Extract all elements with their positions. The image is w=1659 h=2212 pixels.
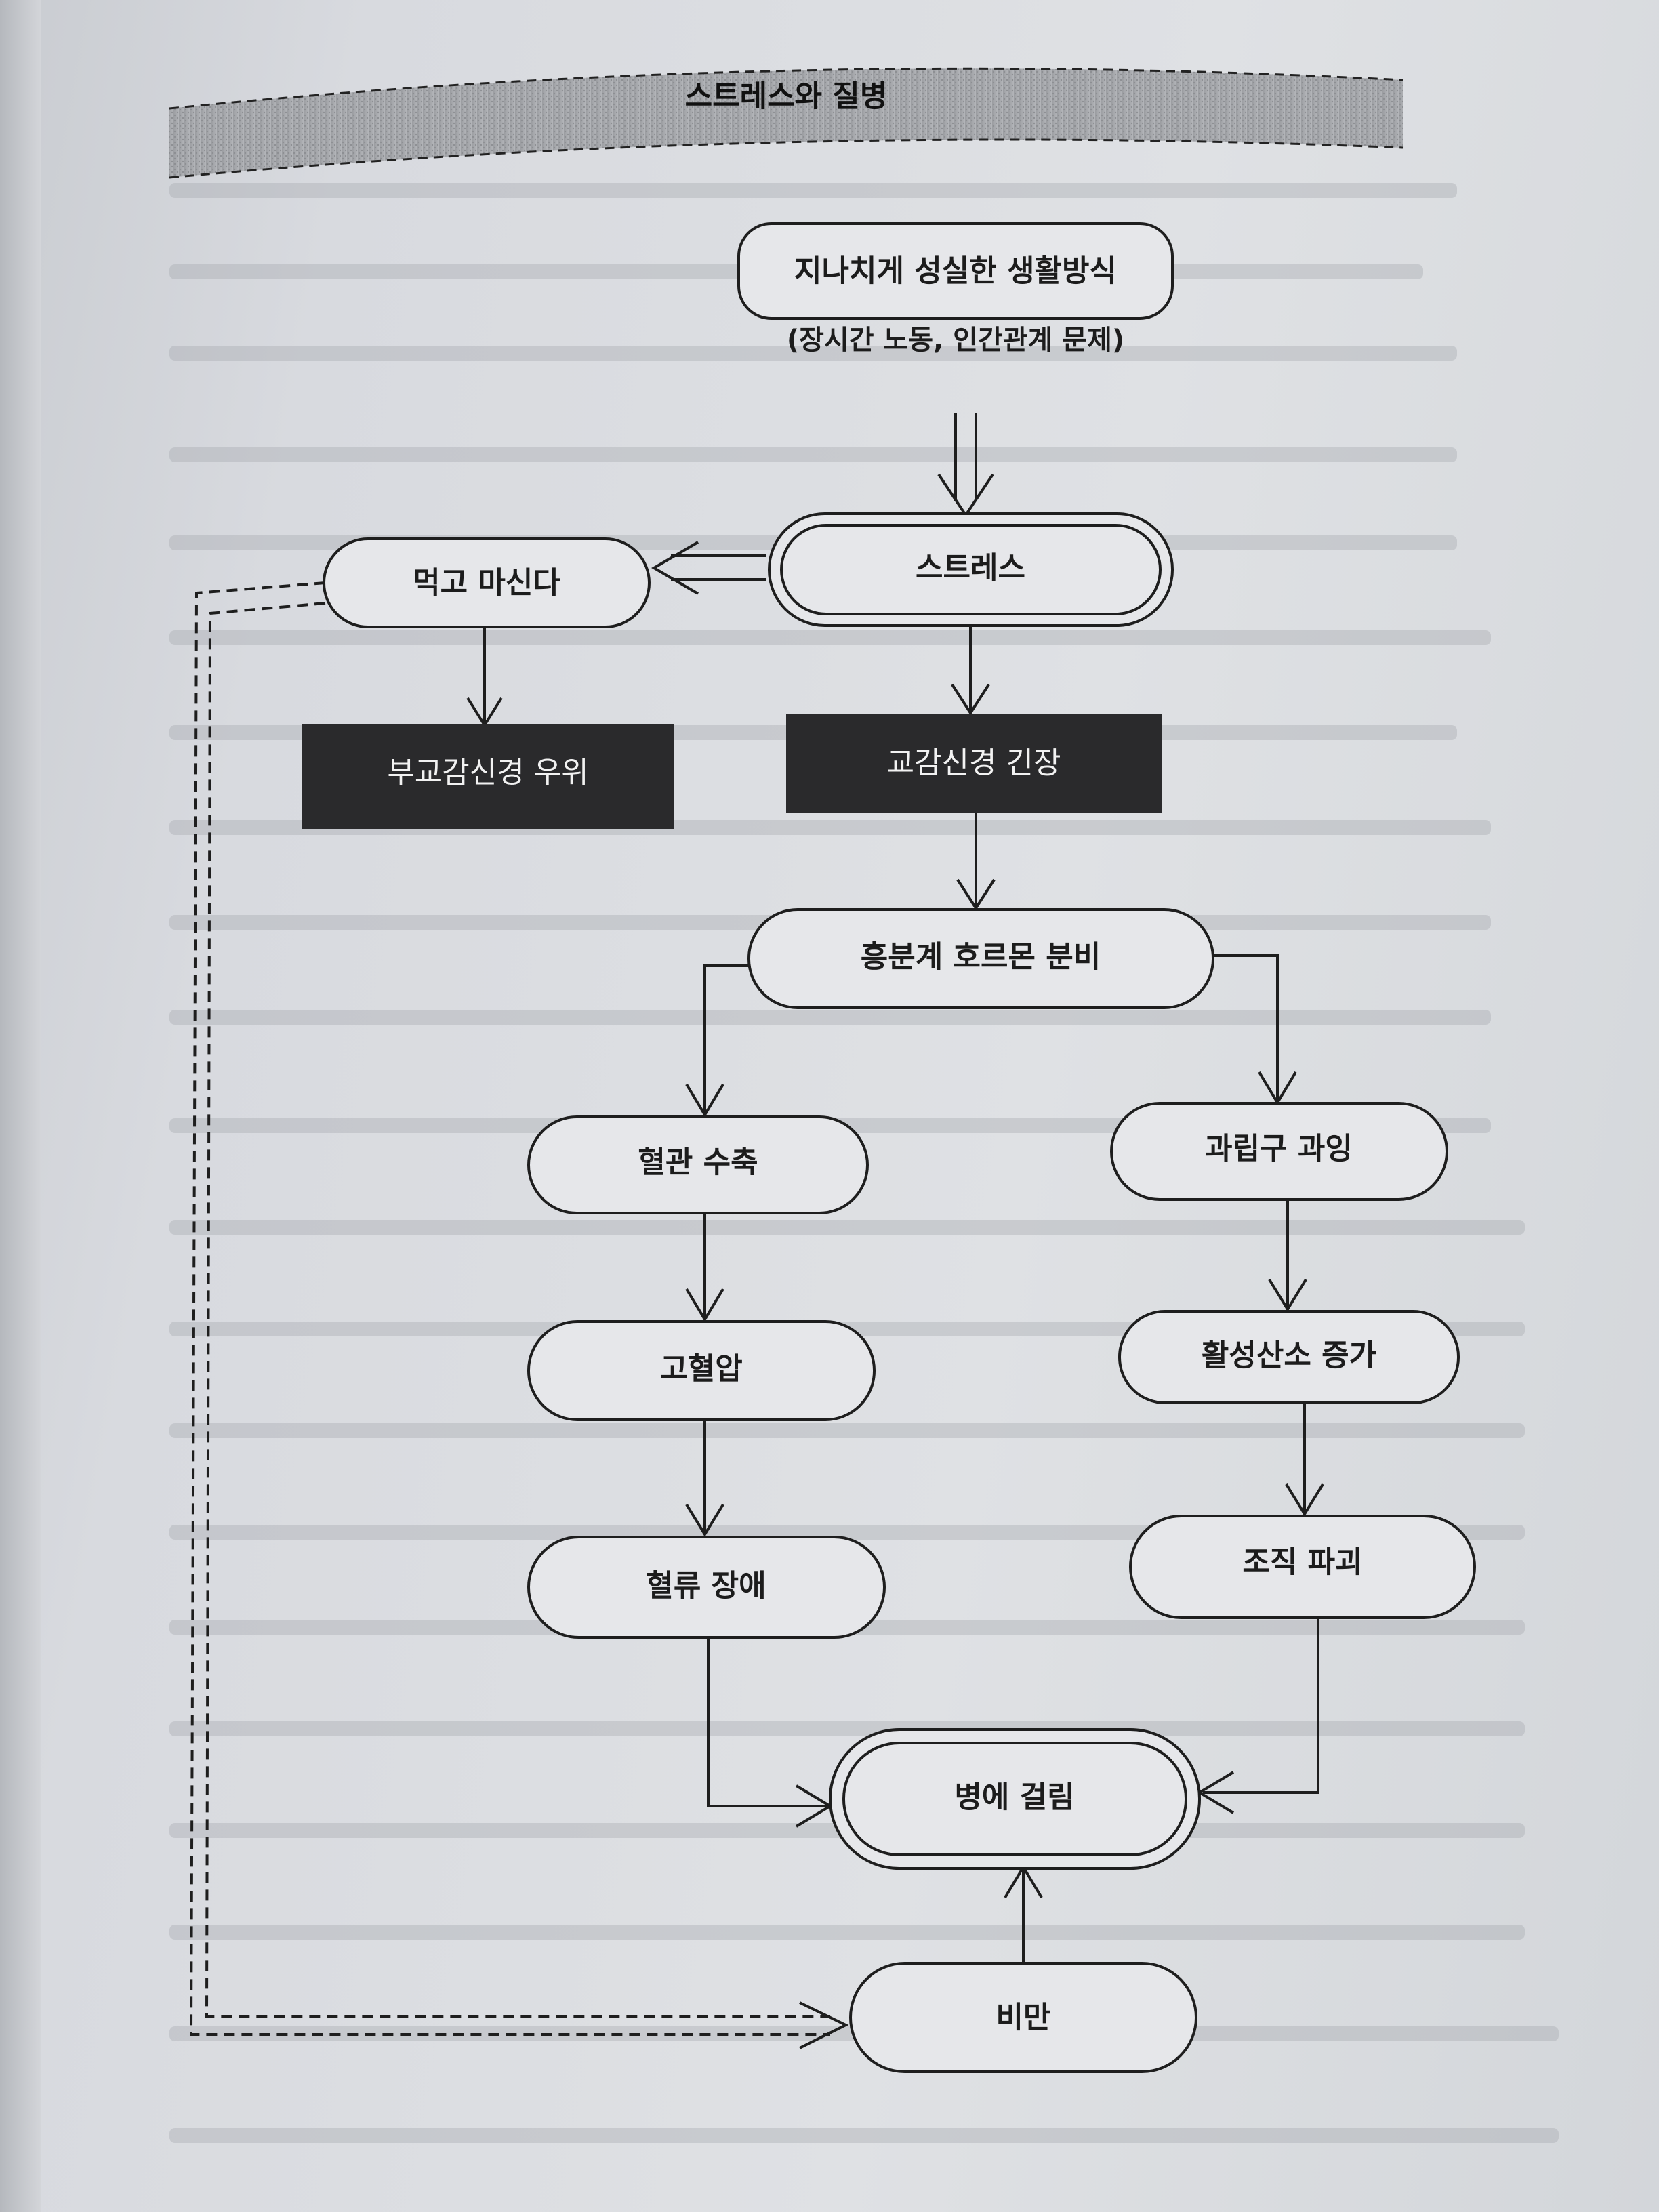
node-hormone: 흥분계 호르몬 분비 — [747, 908, 1214, 1009]
node-lifestyle-label: 지나치게 성실한 생활방식 — [794, 254, 1117, 289]
node-illness-label: 병에 걸림 — [954, 1780, 1074, 1815]
node-obesity: 비만 — [849, 1962, 1197, 2073]
node-granulocyte-label: 과립구 과잉 — [1205, 1132, 1353, 1166]
connectors — [189, 413, 1324, 2049]
page-edge-shadow — [0, 0, 41, 2212]
node-parasympathetic: 부교감신경 우위 — [302, 724, 674, 829]
diagram-title: 스트레스와 질병 — [685, 79, 888, 114]
node-blood-flow: 혈류 장애 — [527, 1536, 886, 1639]
title-band: 스트레스와 질병 — [169, 67, 1404, 179]
node-stress-label: 스트레스 — [916, 551, 1025, 586]
node-sympathetic: 교감신경 긴장 — [786, 714, 1162, 813]
node-stress: 스트레스 — [768, 512, 1174, 627]
node-active-oxygen: 활성산소 증가 — [1118, 1310, 1460, 1404]
node-active-oxygen-label: 활성산소 증가 — [1202, 1338, 1376, 1373]
node-blood-flow-label: 혈류 장애 — [646, 1569, 766, 1603]
node-granulocyte: 과립구 과잉 — [1110, 1102, 1448, 1201]
node-hormone-label: 흥분계 호르몬 분비 — [861, 940, 1101, 975]
node-parasympathetic-label: 부교감신경 우위 — [387, 756, 588, 790]
node-obesity-label: 비만 — [996, 2001, 1051, 2035]
node-eat-drink: 먹고 마신다 — [323, 537, 651, 628]
node-tissue-label: 조직 파괴 — [1242, 1545, 1362, 1580]
node-tissue: 조직 파괴 — [1129, 1515, 1476, 1619]
node-vasoconstriction: 혈관 수축 — [527, 1115, 869, 1214]
node-sympathetic-label: 교감신경 긴장 — [887, 746, 1061, 781]
node-vasoconstriction-label: 혈관 수축 — [638, 1145, 758, 1180]
node-lifestyle-sublabel: (장시간 노동, 인간관계 문제) — [787, 325, 1124, 356]
node-illness: 병에 걸림 — [829, 1728, 1201, 1870]
node-hypertension-label: 고혈압 — [660, 1352, 742, 1387]
node-hypertension: 고혈압 — [527, 1320, 876, 1421]
node-eat-drink-label: 먹고 마신다 — [413, 566, 560, 600]
node-lifestyle: 지나치게 성실한 생활방식 (장시간 노동, 인간관계 문제) — [737, 222, 1174, 356]
